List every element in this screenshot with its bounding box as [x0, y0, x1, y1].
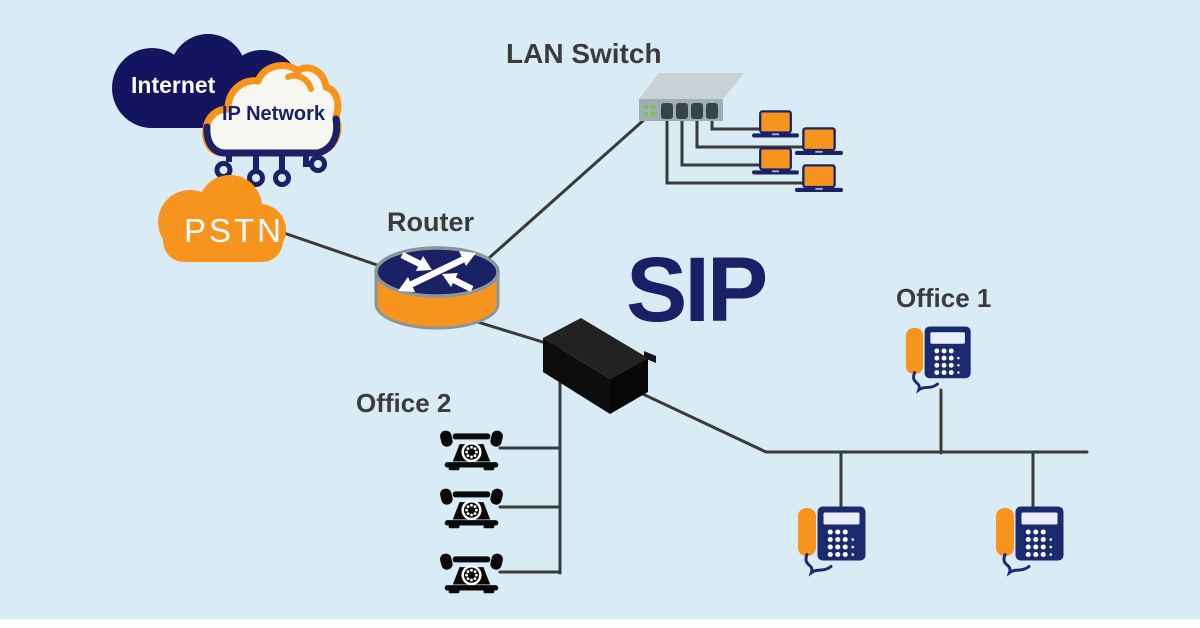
laptop-icon: [750, 110, 801, 139]
laptop-icon: [793, 164, 845, 194]
link-server-office1-bus: [628, 386, 1089, 454]
switch-ports: [661, 103, 718, 119]
link-switch-laptop3: [680, 115, 766, 167]
office2-label: Office 2: [356, 388, 452, 418]
cloud-accent-arc: [285, 72, 314, 92]
switch-leds: [644, 105, 655, 116]
pstn-label: PSTN: [184, 212, 285, 249]
office1-label: Office 1: [896, 283, 992, 313]
rotary-phone-icon: [438, 429, 505, 471]
lan-switch-label: LAN Switch: [506, 38, 662, 69]
ip-network-label: IP Network: [222, 103, 325, 125]
rotary-phone-icon: [438, 552, 505, 594]
laptop-icon: [750, 147, 801, 176]
pstn-cloud: [158, 175, 286, 262]
router-arrows: [398, 251, 476, 292]
desk-phone-icon: [904, 325, 973, 392]
lan-switch-icon: [639, 73, 744, 121]
rotary-phone-icon: [438, 487, 505, 529]
laptop-icon: [793, 127, 845, 157]
connection-lines: [279, 115, 1089, 575]
sip-server-box: [543, 318, 656, 414]
router-label: Router: [387, 207, 474, 237]
link-switch-laptop2: [695, 115, 809, 149]
internet-label: Internet: [131, 72, 216, 98]
bottom-white-strip: [0, 619, 1200, 628]
ip-network-cloud: [202, 62, 342, 187]
link-router-switch: [487, 117, 647, 260]
router-icon: [374, 246, 500, 330]
desk-phone-icon: [796, 505, 867, 574]
desk-phone-icon: [994, 505, 1065, 574]
sip-label: SIP: [626, 239, 768, 341]
link-switch-laptop4: [665, 115, 809, 185]
